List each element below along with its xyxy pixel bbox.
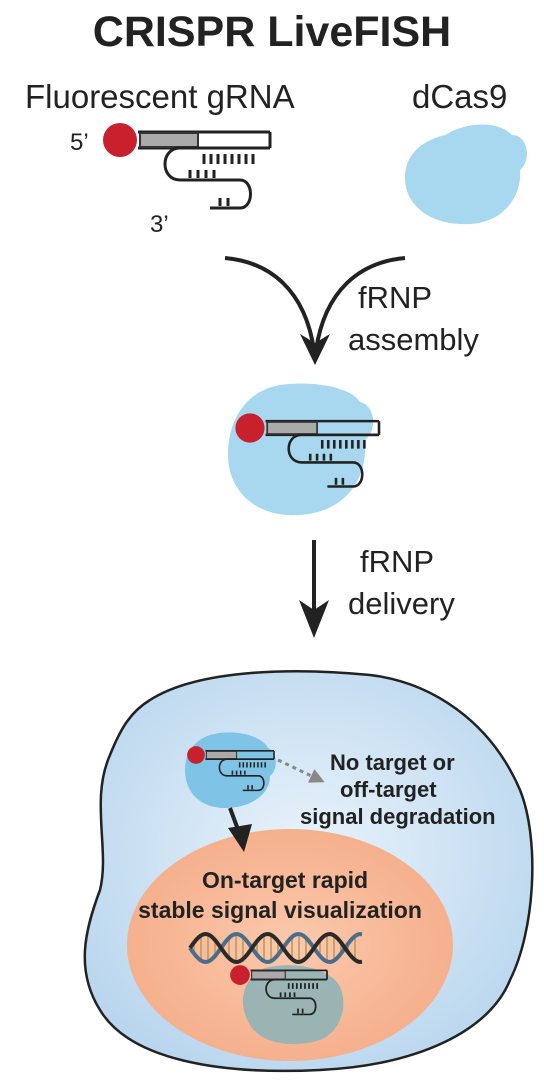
frnp-complex-icon <box>228 383 381 516</box>
fluorescent-grna-icon <box>101 121 272 210</box>
ontarget-text-line2: stable signal visualization <box>138 897 422 923</box>
fluorescent-grna-label: Fluorescent gRNA <box>25 78 295 115</box>
delivery-label-line1: fRNP <box>360 544 434 579</box>
five-prime-label: 5’ <box>70 129 89 156</box>
nucleus <box>127 829 453 1061</box>
dna-strand-a <box>188 931 363 965</box>
assembly-arrow <box>224 256 406 365</box>
ontarget-text-line1: On-target rapid <box>202 867 368 893</box>
assembly-label-line1: fRNP <box>358 280 432 315</box>
offtarget-text-line3: signal degradation <box>300 804 496 829</box>
dna-strand-b <box>188 931 363 965</box>
target-frnp-icon <box>229 964 344 1045</box>
offtarget-arrow <box>277 758 325 783</box>
dcas9-protein-icon <box>405 124 527 225</box>
delivery-label-line2: delivery <box>348 586 455 621</box>
delivery-arrow <box>299 540 329 638</box>
offtarget-text-line1: No target or <box>330 750 455 775</box>
three-prime-label: 3’ <box>150 211 169 238</box>
dna-helix-icon <box>188 931 363 965</box>
dcas9-label: dCas9 <box>412 78 507 115</box>
assembly-label-line2: assembly <box>348 322 479 357</box>
cell-frnp-icon <box>185 732 276 808</box>
title: CRISPR LiveFISH <box>93 8 451 56</box>
ontarget-arrow <box>228 807 252 852</box>
offtarget-text-line2: off-target <box>340 777 437 802</box>
